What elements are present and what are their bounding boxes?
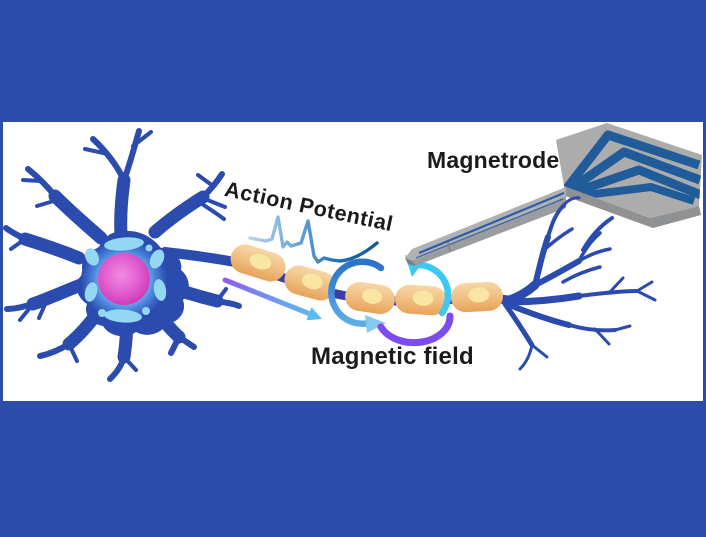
myelin-segment <box>230 244 503 316</box>
neuron-magnetrode-illustration <box>3 123 702 382</box>
propagation-arrow-icon <box>222 277 322 321</box>
cell-nucleus-icon <box>98 253 150 305</box>
magnetrode-probe-icon <box>405 123 702 266</box>
magnetrode-label: Magnetrode <box>427 147 560 173</box>
myelinated-axon-icon <box>228 244 514 316</box>
action-potential-waveform-icon <box>248 215 379 264</box>
neuron-soma <box>76 230 189 337</box>
magnetic-field-ring-icon <box>328 255 454 347</box>
organelles <box>84 237 167 323</box>
figure-panel: Action Potential Magnetrode Magnetic fie… <box>3 122 703 401</box>
probe-shank <box>405 187 566 266</box>
magnetic-field-label: Magnetic field <box>311 343 474 370</box>
axon-terminal-branches-icon <box>502 196 657 371</box>
